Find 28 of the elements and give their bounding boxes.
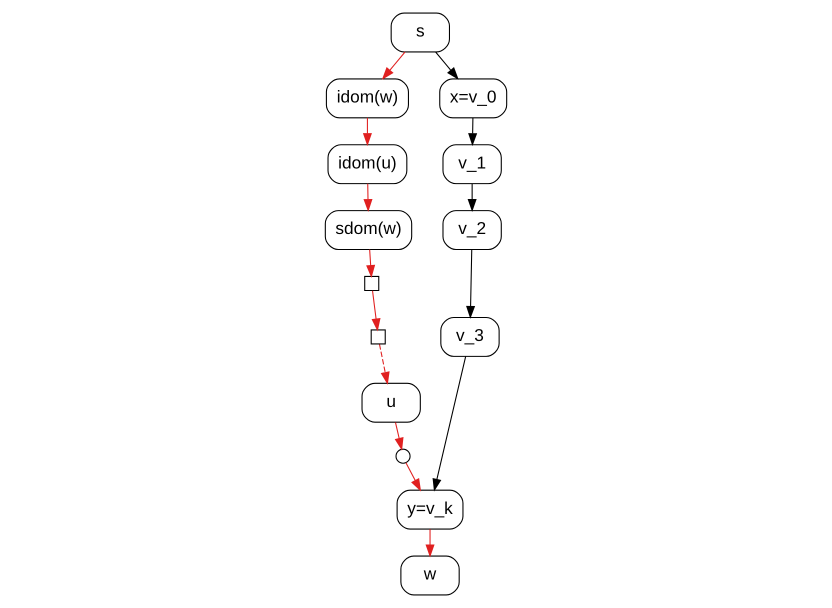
arrow bbox=[362, 118, 372, 146]
arrow bbox=[363, 184, 373, 212]
node-box: u bbox=[361, 382, 421, 423]
arrow bbox=[432, 356, 466, 492]
arrow bbox=[382, 52, 406, 80]
node-box: x=v_0 bbox=[439, 78, 508, 118]
node-box bbox=[370, 329, 386, 344]
node-box: w bbox=[400, 556, 460, 596]
arrow bbox=[405, 462, 422, 492]
node-box: v_2 bbox=[442, 210, 502, 250]
node-box: idom(w) bbox=[326, 78, 409, 118]
node-box: v_3 bbox=[440, 316, 500, 357]
node-box bbox=[364, 276, 380, 292]
node-box: y=v_k bbox=[396, 490, 464, 530]
arrow bbox=[394, 422, 404, 451]
arrow bbox=[366, 250, 376, 278]
arrow bbox=[372, 290, 381, 332]
node-box: sdom(w) bbox=[324, 210, 412, 250]
node-box: s bbox=[390, 12, 450, 52]
arrow bbox=[426, 529, 435, 558]
arrow bbox=[468, 184, 477, 212]
node-box: v_1 bbox=[442, 144, 502, 184]
node-box: idom(u) bbox=[327, 144, 408, 184]
arrow bbox=[466, 250, 476, 319]
node-circle bbox=[395, 448, 411, 464]
arrow bbox=[435, 52, 459, 80]
arrow bbox=[468, 118, 478, 146]
arrow bbox=[378, 344, 390, 385]
